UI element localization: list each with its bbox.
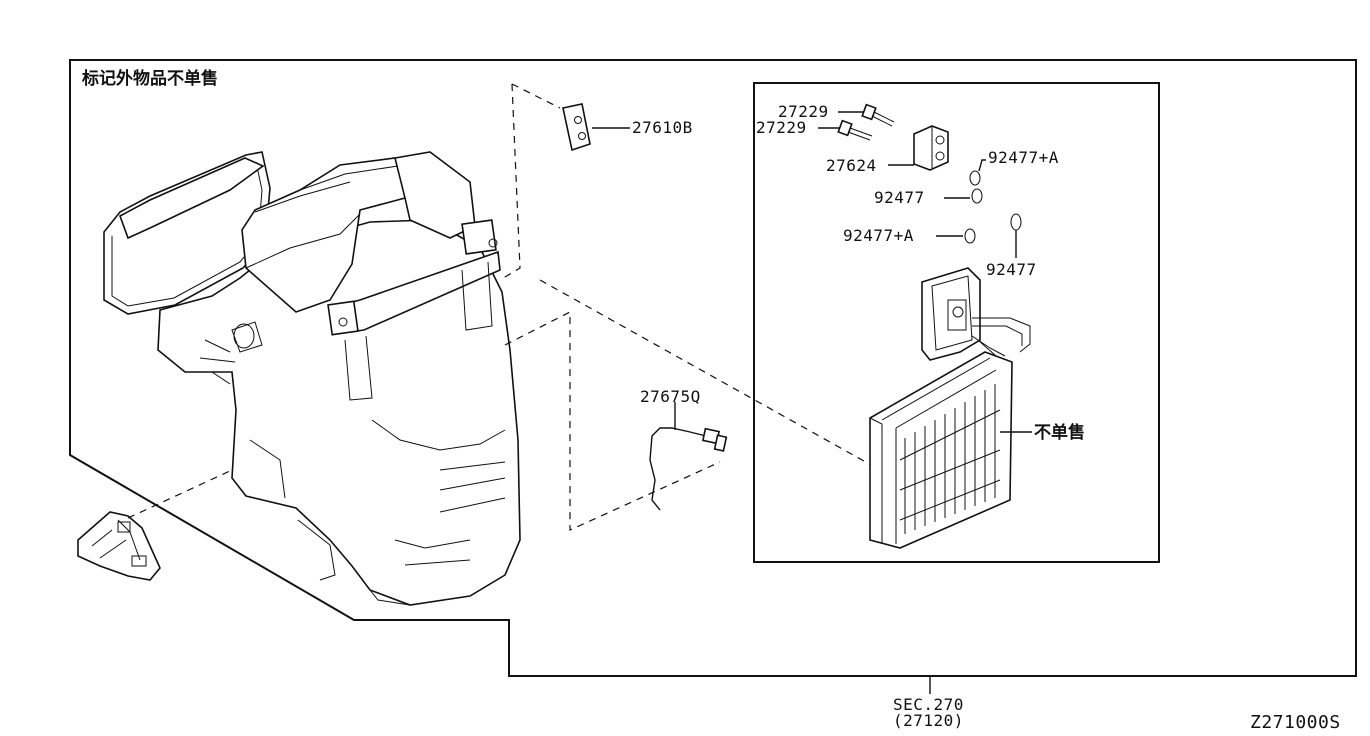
diagram-code: Z271000S xyxy=(1250,712,1341,733)
leader-27610b xyxy=(499,83,561,281)
label-92477a-upper: 92477+A xyxy=(988,148,1059,167)
part-27610b: 27610B xyxy=(562,103,693,152)
part-oring-92477-upper: 92477 xyxy=(874,188,983,207)
not-sold-separately-note: 标记外物品不单售 xyxy=(82,68,218,89)
part-27229-upper: 27229 xyxy=(778,102,895,127)
part-27624-expansion-valve: 27624 xyxy=(826,125,949,175)
mounting-bracket xyxy=(77,511,161,581)
leader-bracket xyxy=(127,469,233,519)
section-ref: SEC.270 xyxy=(893,695,964,714)
section-sub: (27120) xyxy=(893,711,964,730)
evaporator-core xyxy=(869,267,1032,549)
evaporator-group-box xyxy=(753,82,1160,563)
part-oring-92477a-lower: 92477+A xyxy=(843,226,976,245)
leader-27675q xyxy=(504,311,721,531)
part-oring-92477-lower: 92477 xyxy=(986,213,1037,279)
label-92477-upper: 92477 xyxy=(874,188,925,207)
label-27229-lower: 27229 xyxy=(756,118,807,137)
label-92477a-lower: 92477+A xyxy=(843,226,914,245)
label-92477-lower: 92477 xyxy=(986,260,1037,279)
part-27675q: 27675Q xyxy=(640,387,728,511)
label-27610b: 27610B xyxy=(632,118,693,137)
label-27624: 27624 xyxy=(826,156,877,175)
part-27229-lower: 27229 xyxy=(756,118,873,141)
label-27675q: 27675Q xyxy=(640,387,701,406)
assembly-boundary xyxy=(69,59,1357,677)
part-oring-92477a-upper: 92477+A xyxy=(969,148,1059,186)
label-27229-upper: 27229 xyxy=(778,102,829,121)
evaporator-not-sold-note: 不单售 xyxy=(1034,422,1085,443)
heater-cooling-unit-housing xyxy=(103,151,521,606)
